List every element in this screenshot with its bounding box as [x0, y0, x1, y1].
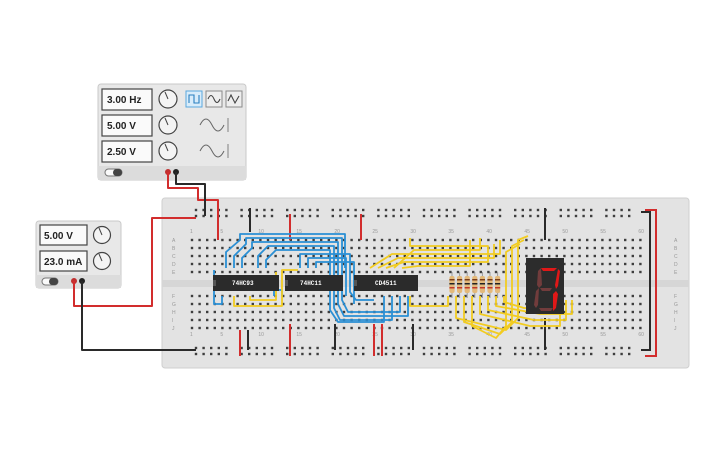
current-readout: 23.0 mA — [44, 257, 82, 268]
voltage-readout: 5.00 V — [44, 231, 73, 242]
resistor[interactable] — [464, 272, 470, 298]
chip-cd4511[interactable]: CD4511 — [354, 275, 418, 291]
column-number: 25 — [372, 332, 378, 338]
wire-fg-signal — [167, 172, 219, 240]
column-number: 60 — [638, 332, 644, 338]
sine-wave-icon — [207, 94, 221, 104]
chip-74hc11-label: 74HC11 — [300, 280, 322, 287]
power-toggle-switch[interactable] — [104, 168, 123, 177]
row-letter: G — [172, 302, 176, 308]
row-letter: E — [674, 270, 678, 276]
row-letter: B — [172, 246, 176, 252]
column-number: 10 — [258, 332, 264, 338]
row-letter: D — [172, 262, 176, 268]
column-number: 5 — [220, 332, 223, 338]
resistor[interactable] — [479, 272, 485, 298]
column-number: 25 — [372, 229, 378, 235]
row-letter: E — [172, 270, 176, 276]
row-letter: A — [674, 238, 678, 244]
row-letter: H — [172, 310, 176, 316]
chip-74hc11[interactable]: 74HC11 — [285, 275, 343, 291]
column-number: 20 — [334, 332, 340, 338]
row-letter: I — [172, 318, 173, 324]
column-number: 5 — [220, 229, 223, 235]
column-number: 1 — [190, 229, 193, 235]
offset-readout: 2.50 V — [107, 147, 136, 158]
resistor[interactable] — [487, 272, 493, 298]
triangle-wave-icon — [227, 93, 240, 105]
square-wave-icon — [188, 94, 200, 104]
chip-74hc93-label: 74HC93 — [232, 280, 254, 287]
column-number: 45 — [524, 229, 530, 235]
column-number: 40 — [486, 229, 492, 235]
column-number: 55 — [600, 332, 606, 338]
external-wires — [73, 172, 219, 351]
row-letter: D — [674, 262, 678, 268]
seven-segment-display[interactable]: 7 — [526, 258, 564, 314]
resistor[interactable] — [495, 272, 501, 298]
resistor-array[interactable] — [449, 272, 501, 298]
chip-cd4511-label: CD4511 — [375, 280, 397, 287]
current-knob[interactable] — [92, 251, 112, 271]
function-generator[interactable]: 3.00 Hz 5.00 V 2.50 V — [97, 83, 247, 181]
wire-fg-ground — [175, 172, 206, 216]
sine-wave-button[interactable] — [205, 90, 223, 108]
column-number: 50 — [562, 332, 568, 338]
column-number: 1 — [190, 332, 193, 338]
row-letter: G — [674, 302, 678, 308]
resistor[interactable] — [472, 272, 478, 298]
wire-supply-positive — [73, 217, 196, 307]
square-wave-button[interactable] — [185, 90, 203, 108]
row-letter: A — [172, 238, 176, 244]
triangle-wave-button[interactable] — [225, 90, 243, 108]
amplitude-wave-icon — [199, 118, 229, 132]
lit-segments — [541, 268, 560, 311]
row-letter: J — [674, 326, 677, 332]
voltage-display: 5.00 V — [39, 224, 88, 246]
offset-wave-icon — [199, 144, 229, 158]
row-letter: C — [674, 254, 678, 260]
rail-jumpers — [239, 208, 657, 357]
row-letter: H — [674, 310, 678, 316]
column-number: 20 — [334, 229, 340, 235]
row-letter: I — [674, 318, 675, 324]
column-number: 35 — [448, 229, 454, 235]
row-letter: C — [172, 254, 176, 260]
column-number: 15 — [296, 229, 302, 235]
resistor[interactable] — [449, 272, 455, 298]
column-number: 50 — [562, 229, 568, 235]
frequency-knob[interactable] — [158, 89, 178, 109]
offset-knob[interactable] — [158, 141, 178, 161]
row-letter: J — [172, 326, 175, 332]
column-number: 60 — [638, 229, 644, 235]
frequency-readout: 3.00 Hz — [107, 95, 141, 106]
row-letter: F — [172, 294, 175, 300]
offset-display: 2.50 V — [101, 140, 153, 163]
column-number: 55 — [600, 229, 606, 235]
column-number: 45 — [524, 332, 530, 338]
wire-supply-negative — [81, 281, 196, 351]
frequency-display: 3.00 Hz — [101, 88, 153, 111]
column-number: 15 — [296, 332, 302, 338]
row-letter: B — [674, 246, 678, 252]
row-letter: F — [674, 294, 677, 300]
chip-74hc93[interactable]: 74HC93 — [213, 275, 279, 291]
amplitude-display: 5.00 V — [101, 114, 153, 137]
amplitude-knob[interactable] — [158, 115, 178, 135]
current-display: 23.0 mA — [39, 250, 88, 272]
amplitude-readout: 5.00 V — [107, 121, 136, 132]
supply-power-toggle[interactable] — [41, 277, 59, 286]
column-number: 30 — [410, 229, 416, 235]
column-number: 10 — [258, 229, 264, 235]
power-supply[interactable]: 5.00 V 23.0 mA — [35, 220, 122, 289]
voltage-knob[interactable] — [92, 225, 112, 245]
resistor[interactable] — [457, 272, 463, 298]
column-number: 35 — [448, 332, 454, 338]
